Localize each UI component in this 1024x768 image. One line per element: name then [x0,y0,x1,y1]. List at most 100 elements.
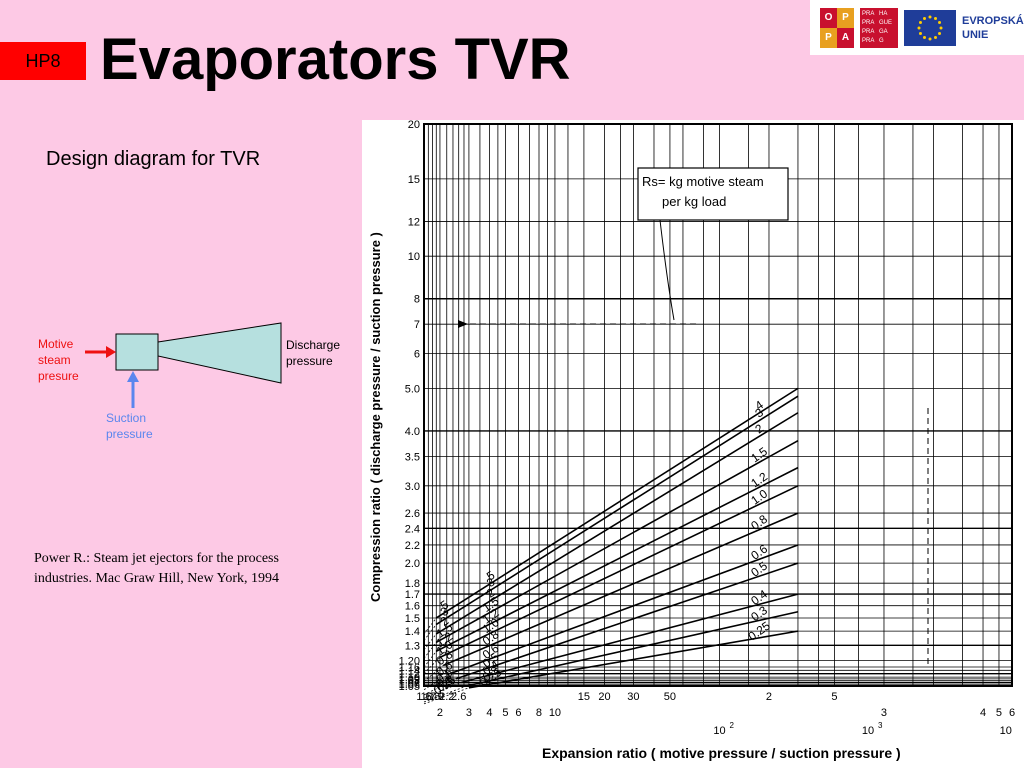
opp-letter: A [841,32,850,43]
suction-pressure-label: Suction pressure [106,410,153,442]
rs-curve-extension [423,665,444,682]
opp-letter: P [820,27,837,48]
chart-svg: 201512108765.04.03.53.02.62.42.22.01.81.… [368,120,1015,761]
x-tick-label: 1.8 [425,691,440,703]
rs-curve-line [468,630,799,689]
y-tick-label: 1.3 [405,640,420,652]
x-tick-suffix: 10 [1000,725,1012,737]
y-tick-label: 1.09 [399,674,420,686]
eu-star-icon [934,16,937,20]
curve-label: 1.0 [748,486,770,507]
slide-title: Evaporators TVR [100,27,571,92]
y-tick-label: 2.4 [405,523,420,535]
rs-curve-extension [423,642,437,659]
opp-letter: P [837,7,854,28]
eu-star-icon [938,20,942,24]
eu-star-icon [923,35,926,39]
rs-curve-line [435,412,799,635]
x-tick-label: 5 [996,707,1002,719]
eu-star-icon [923,16,926,20]
motive-label-line: presure [38,369,79,383]
y-tick-label: 1.5 [405,613,420,625]
praha-text: PRA [862,19,875,26]
y-tick-label: 3.5 [405,451,420,463]
eu-flag-icon [904,9,956,46]
suction-label-line: Suction [106,411,147,425]
motive-arrow-head [106,346,116,358]
rs-curve-line [435,466,799,652]
legend-line: per kg load [662,194,726,209]
reference-citation: Power R.: Steam jet ejectors for the pro… [34,551,279,586]
eu-text: EVROPSKÁ UNIE [962,14,1024,42]
x-tick-label: 20 [598,691,610,703]
x-tick-label: 2.6 [451,691,466,703]
y-tick-label: 10 [408,251,420,263]
eu-star-icon [939,26,943,29]
x-tick-label: 10 [549,707,561,719]
praha-text: HA [879,10,888,17]
y-tick-label: 4.0 [405,426,420,438]
x-tick-label: 50 [664,691,676,703]
ejector-body [115,333,159,371]
x-tick-label: 15 [578,691,590,703]
y-tick-label: 3.0 [405,481,420,493]
eu-star-icon [918,20,922,24]
y-tick-label: 1.8 [405,578,420,590]
legend-pointer [659,219,675,321]
praha-text: PRA [862,10,875,17]
slide-number-badge: HP8 [0,42,86,80]
motive-steam-label: Motive steam presure [38,336,79,384]
opp-letter: O [824,12,833,23]
x-tick-suffix: 10 [862,725,874,737]
x-tick-label: 8 [536,707,542,719]
ejector-diffuser [157,322,282,384]
praha-text: GUE [879,19,893,26]
rs-curve-line [435,387,799,619]
rs-curve-line [449,544,799,675]
x-tick-label: 4 [486,707,492,719]
motive-label-line: Motive [38,337,74,351]
legend-box [637,167,789,221]
chart-ylabel: Compression ratio ( discharge pressure /… [368,232,383,602]
slide-subtitle: Design diagram for TVR [46,148,261,170]
y-tick-label: 1.7 [405,589,420,601]
rs-curve-extension [423,678,457,696]
eu-text-line2: UNIE [962,28,989,41]
praha-text: GA [879,28,888,35]
x-tick-label: 2 [766,691,772,703]
x-tick-label: 3 [881,707,887,719]
legend-line: Rs= kg motive steam [642,174,764,189]
x-tick-label: 1.7 [421,691,436,703]
y-tick-label: 12 [408,216,420,228]
x-tick-label: 1.9 [429,691,444,703]
x-tick-label: 3 [466,707,472,719]
eu-text-line1: EVROPSKÁ [962,14,1024,27]
rs-curve-extension [423,617,437,635]
y-tick-label: 1.14 [399,665,420,677]
y-tick-label: 8 [414,294,420,306]
y-tick-label: 1.12 [399,669,420,681]
rs-curve-line [443,512,799,667]
eu-star-icon [918,31,922,35]
suction-arrow-head [127,371,139,382]
logo-strip: O P P A PRA HA PRA GUE PRA GA PRA G EVRO… [810,0,1024,55]
x-tick-label: 5 [502,707,508,719]
rs-curve-line [455,562,799,680]
y-tick-label: 1.16 [399,662,420,674]
eu-star-icon [917,26,921,29]
x-tick-label: 2 [437,707,443,719]
chart-xlabel: Expansion ratio ( motive pressure / suct… [542,745,901,761]
rs-curve-extension [423,650,437,668]
y-tick-label: 1.10 [399,672,420,684]
eu-star-icon [938,31,942,35]
y-tick-label: 20 [408,120,420,131]
rs-curve-line [439,485,799,659]
y-tick-label: 1.4 [405,626,420,638]
eu-star-icon [928,37,932,40]
y-tick-label: 1.07 [399,677,420,689]
design-point-arrow [458,320,468,328]
curve-label: 0.8 [748,512,770,533]
ejector-drawing [85,322,282,408]
y-tick-label: 7 [414,319,420,331]
